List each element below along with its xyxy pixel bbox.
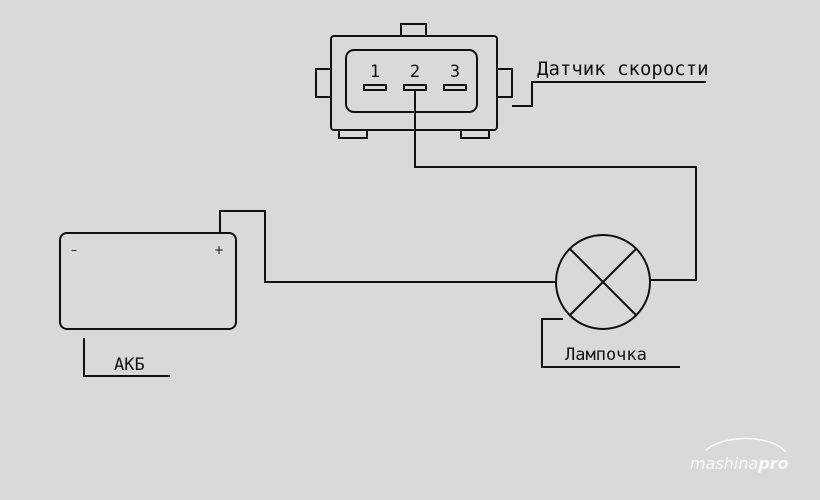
pin-2-slot — [403, 84, 427, 91]
battery-label: АКБ — [114, 355, 145, 375]
battery-label-leader — [83, 338, 170, 377]
sensor-label: Датчик скорости — [537, 58, 709, 80]
pin-3-label: 3 — [450, 62, 460, 82]
battery-minus-terminal: – — [71, 243, 77, 257]
svg-text:mashinapro: mashinapro — [690, 454, 789, 473]
mashinapro-watermark: mashinapro — [690, 437, 789, 473]
pin-3-slot — [443, 84, 467, 91]
battery-plus-terminal: + — [214, 243, 224, 257]
wire-pin2-to-lamp — [414, 90, 697, 281]
sensor-bottom-foot-right — [460, 129, 490, 139]
speed-sensor-connector — [315, 23, 513, 139]
sensor-inner-frame — [345, 49, 478, 113]
sensor-right-ear — [496, 68, 513, 98]
car-silhouette-icon — [705, 437, 787, 453]
battery-body — [59, 232, 237, 330]
lamp-label: Лампочка — [565, 345, 647, 365]
sensor-left-ear — [315, 68, 332, 98]
lamp-symbol — [555, 234, 651, 330]
watermark-brand-bold: pro — [757, 454, 788, 473]
pin-1-label: 1 — [370, 62, 380, 82]
pin-1-slot — [363, 84, 387, 91]
sensor-bottom-foot-left — [338, 129, 368, 139]
sensor-label-leader — [512, 81, 706, 107]
watermark-brand-light: mashina — [690, 454, 758, 473]
lamp-label-leader — [541, 318, 680, 368]
pin-2-label: 2 — [410, 62, 420, 82]
wire-battery-plus-to-lamp — [219, 210, 556, 283]
